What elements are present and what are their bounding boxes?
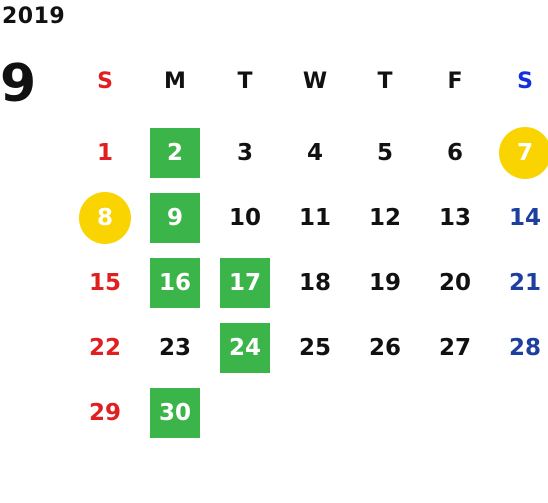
- day-cell[interactable]: 9: [140, 185, 210, 250]
- day-cell[interactable]: 20: [420, 250, 490, 315]
- day-number: 11: [298, 204, 331, 231]
- day-number: 3: [236, 139, 253, 166]
- day-number: 19: [368, 269, 401, 296]
- day-cell[interactable]: 22: [70, 315, 140, 380]
- day-cell[interactable]: 6: [420, 120, 490, 185]
- day-cell[interactable]: 11: [280, 185, 350, 250]
- day-cell[interactable]: 29: [70, 380, 140, 445]
- day-number: 10: [228, 204, 261, 231]
- day-cell[interactable]: 21: [490, 250, 548, 315]
- highlight-box: [220, 322, 270, 373]
- day-cell[interactable]: 5: [350, 120, 420, 185]
- day-cell[interactable]: 25: [280, 315, 350, 380]
- day-cell[interactable]: 3: [210, 120, 280, 185]
- day-cell[interactable]: 4: [280, 120, 350, 185]
- day-number: 5: [376, 139, 393, 166]
- highlight-box: [150, 127, 200, 178]
- day-number: 14: [508, 204, 541, 231]
- day-number: 25: [298, 334, 331, 361]
- day-cell[interactable]: 15: [70, 250, 140, 315]
- weekday-header-mon: M: [164, 68, 186, 94]
- day-cell[interactable]: 27: [420, 315, 490, 380]
- day-number: 27: [438, 334, 471, 361]
- calendar-grid: S M T W T F S 1 2 3 4 5 6 7 8 9 10 11 12…: [70, 55, 548, 445]
- highlight-circle: [79, 191, 131, 244]
- day-cell[interactable]: 16: [140, 250, 210, 315]
- day-number: 21: [508, 269, 541, 296]
- weekday-header-thu: T: [377, 68, 393, 94]
- day-cell[interactable]: 26: [350, 315, 420, 380]
- day-number: 17: [228, 269, 261, 296]
- weekday-header-sun: S: [97, 68, 113, 94]
- day-number: 9: [166, 204, 183, 231]
- day-cell[interactable]: 12: [350, 185, 420, 250]
- day-number: 29: [88, 399, 121, 426]
- highlight-circle: [499, 126, 548, 179]
- day-cell[interactable]: 28: [490, 315, 548, 380]
- highlight-box: [220, 257, 270, 308]
- highlight-box: [150, 257, 200, 308]
- day-cell[interactable]: 7: [490, 120, 548, 185]
- day-number: 16: [158, 269, 191, 296]
- day-number: 20: [438, 269, 471, 296]
- day-number: 7: [516, 139, 533, 166]
- day-cell[interactable]: 30: [140, 380, 210, 445]
- day-cell[interactable]: 10: [210, 185, 280, 250]
- highlight-box: [150, 192, 200, 243]
- day-cell[interactable]: 19: [350, 250, 420, 315]
- weekday-header-sat: S: [517, 68, 533, 94]
- day-cell[interactable]: 17: [210, 250, 280, 315]
- day-number: 23: [158, 334, 191, 361]
- day-cell[interactable]: 13: [420, 185, 490, 250]
- day-cell[interactable]: 18: [280, 250, 350, 315]
- day-number: 15: [88, 269, 121, 296]
- day-number: 24: [228, 334, 261, 361]
- weekday-header-fri: F: [447, 68, 463, 94]
- day-number: 2: [166, 139, 183, 166]
- month-label: 9: [0, 54, 37, 114]
- day-cell[interactable]: 8: [70, 185, 140, 250]
- weekday-header-wed: W: [302, 68, 328, 94]
- day-cell[interactable]: 2: [140, 120, 210, 185]
- highlight-box: [150, 387, 200, 438]
- day-cell[interactable]: 24: [210, 315, 280, 380]
- day-number: 8: [96, 204, 113, 231]
- day-number: 6: [446, 139, 463, 166]
- day-number: 4: [306, 139, 323, 166]
- day-cell[interactable]: 1: [70, 120, 140, 185]
- weekday-header-tue: T: [237, 68, 253, 94]
- year-label: 2019: [2, 4, 66, 29]
- day-number: 12: [368, 204, 401, 231]
- day-cell[interactable]: 14: [490, 185, 548, 250]
- day-number: 30: [158, 399, 191, 426]
- day-cell[interactable]: 23: [140, 315, 210, 380]
- day-number: 18: [298, 269, 331, 296]
- day-number: 28: [508, 334, 541, 361]
- day-number: 13: [438, 204, 471, 231]
- day-number: 22: [88, 334, 121, 361]
- day-number: 1: [96, 139, 113, 166]
- day-number: 26: [368, 334, 401, 361]
